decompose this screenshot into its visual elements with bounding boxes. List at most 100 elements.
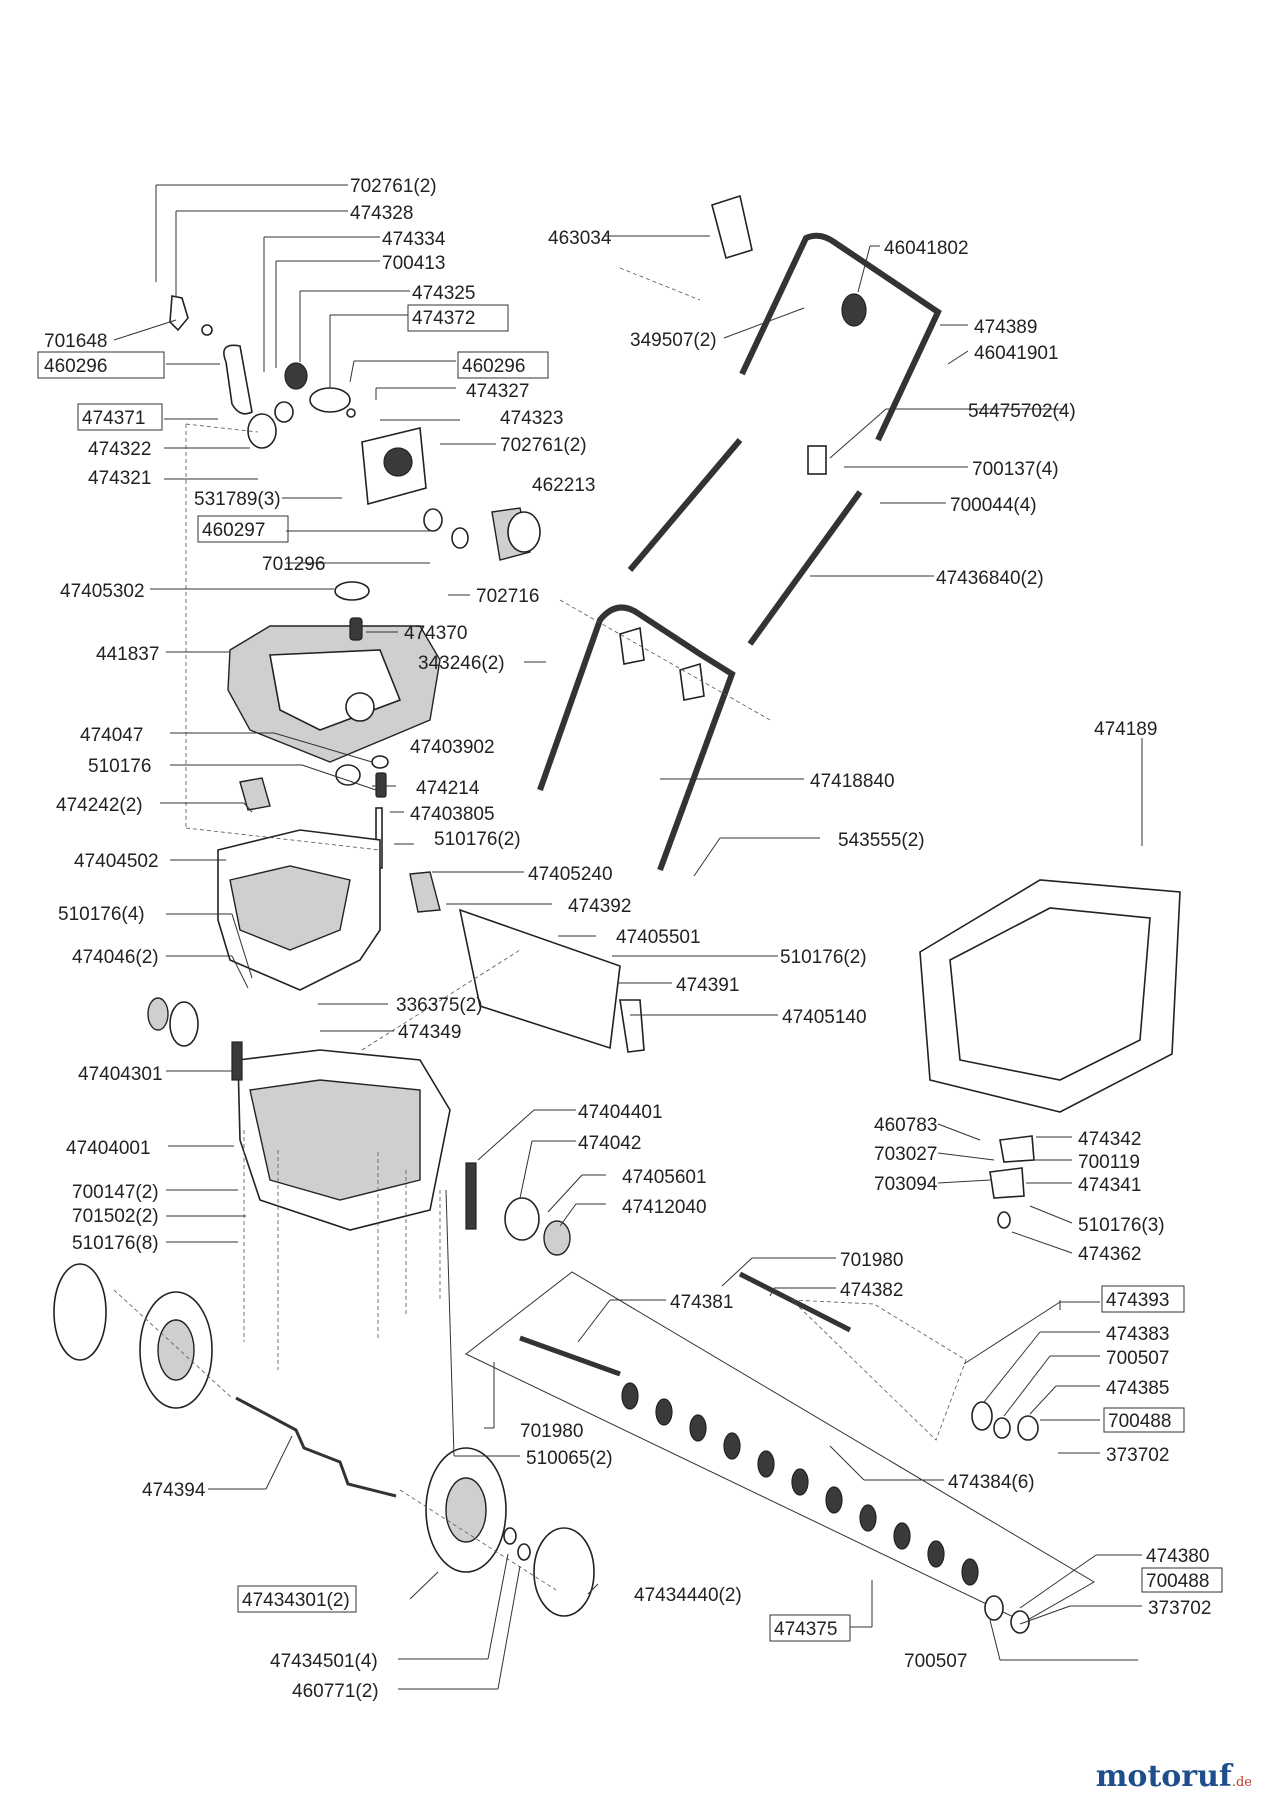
part-label: 474047 [80, 725, 143, 746]
part-label: 474342 [1078, 1129, 1141, 1150]
part-label: 349507(2) [630, 330, 717, 351]
part-label: 474325 [412, 283, 475, 304]
part-label: 701296 [262, 554, 325, 575]
part-label: 474394 [142, 1480, 206, 1501]
part-label: 46041901 [974, 343, 1059, 364]
leader-lines [113, 184, 1143, 1690]
part-label: 474391 [676, 975, 739, 996]
part-label: 474321 [88, 468, 151, 489]
small-wheels [147, 997, 571, 1256]
part-label: 463034 [548, 228, 612, 249]
part-label: 474393 [1106, 1290, 1169, 1311]
part-label: 474383 [1106, 1324, 1169, 1345]
part-label: 47404001 [66, 1138, 151, 1159]
part-label: 700488 [1146, 1571, 1209, 1592]
part-label: 474362 [1078, 1244, 1141, 1265]
part-label: 474380 [1146, 1546, 1209, 1567]
axle [235, 1396, 397, 1498]
part-label: 460296 [44, 356, 107, 377]
part-label: 373702 [1106, 1445, 1169, 1466]
part-label: 700119 [1078, 1152, 1140, 1173]
part-label: 474381 [670, 1292, 733, 1313]
part-label: 703027 [874, 1144, 937, 1165]
chassis-housing [217, 829, 451, 1231]
part-label: 510065(2) [526, 1448, 613, 1469]
part-label: 343246(2) [418, 653, 505, 674]
part-label: 474214 [416, 778, 480, 799]
label-boxes [37, 304, 1223, 1642]
part-label: 47405601 [622, 1167, 707, 1188]
part-label: 474046(2) [72, 947, 159, 968]
part-label: 47405240 [528, 864, 613, 885]
part-label: 474334 [382, 229, 446, 250]
part-label: 702761(2) [350, 176, 437, 197]
part-label: 703094 [874, 1174, 938, 1195]
part-label: 474371 [82, 408, 145, 429]
part-label: 474341 [1078, 1175, 1141, 1196]
part-label: 460296 [462, 356, 525, 377]
motor-cover [227, 581, 441, 869]
part-label: 510176(8) [72, 1233, 159, 1254]
part-label: 700507 [904, 1651, 967, 1672]
part-label: 47434301(2) [242, 1590, 350, 1611]
part-label: 474327 [466, 381, 529, 402]
part-label: 474385 [1106, 1378, 1169, 1399]
part-label: 700044(4) [950, 495, 1037, 516]
part-label: 474042 [578, 1133, 641, 1154]
part-label: 700147(2) [72, 1182, 159, 1203]
part-label: 336375(2) [396, 995, 483, 1016]
part-label: 700507 [1106, 1348, 1169, 1369]
part-label: 701502(2) [72, 1206, 159, 1227]
part-label: 462213 [532, 475, 595, 496]
assembly-guide-lines [113, 267, 771, 1591]
handle-assembly [537, 194, 942, 872]
part-label: 47405302 [60, 581, 145, 602]
part-label: 700413 [382, 253, 445, 274]
part-label: 701980 [520, 1421, 583, 1442]
part-label: 474389 [974, 317, 1037, 338]
large-wheels [53, 1263, 595, 1617]
part-label: 531789(3) [194, 489, 281, 510]
part-label: 47434440(2) [634, 1585, 742, 1606]
part-label: 47404301 [78, 1064, 163, 1085]
part-label: 510176 [88, 756, 151, 777]
part-label: 54475702(4) [968, 401, 1076, 422]
part-label: 441837 [96, 644, 159, 665]
part-label: 474322 [88, 439, 151, 460]
part-label: 46041802 [884, 238, 969, 259]
part-label: 510176(4) [58, 904, 145, 925]
roller-assembly [465, 1271, 1095, 1634]
part-label: 474349 [398, 1022, 461, 1043]
part-number-labels: 702761(2) 474328 474334 700413 474325 47… [44, 176, 1211, 1702]
bracket-fittings [989, 1135, 1035, 1229]
grass-bag [919, 879, 1181, 1113]
part-label: 510176(2) [434, 829, 521, 850]
part-label: 700137(4) [972, 459, 1059, 480]
part-label: 460783 [874, 1115, 937, 1136]
part-label: 702716 [476, 586, 539, 607]
part-label: 510176(2) [780, 947, 867, 968]
part-label: 460771(2) [292, 1681, 379, 1702]
part-label: 701980 [840, 1250, 903, 1271]
part-label: 47405501 [616, 927, 701, 948]
part-label: 474382 [840, 1280, 903, 1301]
part-label: 702761(2) [500, 435, 587, 456]
part-label: 700488 [1108, 1411, 1171, 1432]
part-label: 47404401 [578, 1102, 663, 1123]
part-label: 701648 [44, 331, 107, 352]
part-label: 474375 [774, 1619, 837, 1640]
part-label: 474189 [1094, 719, 1157, 740]
part-label: 474242(2) [56, 795, 143, 816]
part-label: 47418840 [810, 771, 895, 792]
part-label: 474372 [412, 308, 475, 329]
part-label: 474328 [350, 203, 413, 224]
part-label: 474370 [404, 623, 467, 644]
part-label: 47434501(4) [270, 1651, 378, 1672]
part-label: 373702 [1148, 1598, 1211, 1619]
part-label: 474392 [568, 896, 631, 917]
rear-flap [409, 871, 645, 1230]
part-label: 47412040 [622, 1197, 707, 1218]
brand-logo: motoruf.de [1095, 1759, 1252, 1794]
part-label: 510176(3) [1078, 1215, 1165, 1236]
